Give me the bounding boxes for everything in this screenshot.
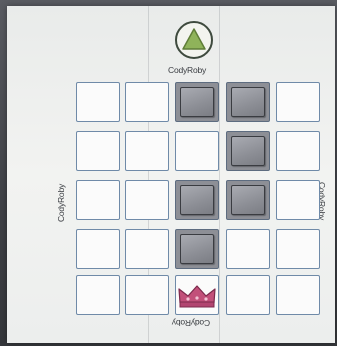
obstacle-tile[interactable]	[231, 136, 265, 166]
grid-cell-r1-c5[interactable]	[276, 82, 320, 122]
grid-cell-r3-c2[interactable]	[125, 180, 169, 220]
obstacle-tile[interactable]	[231, 87, 265, 117]
board-fold	[219, 6, 220, 343]
grid-cell-r2-c3[interactable]	[175, 131, 219, 171]
grid-cell-r1-c2[interactable]	[125, 82, 169, 122]
obstacle-tile[interactable]	[231, 185, 265, 215]
obstacle-tile[interactable]	[180, 234, 214, 264]
top-label: CodyRoby	[168, 65, 206, 75]
grid-cell-r3-c5[interactable]	[276, 180, 320, 220]
bottom-label: CodyRoby	[172, 318, 210, 328]
grid-cell-r3-c1[interactable]	[76, 180, 120, 220]
grid-cell-r4-c5[interactable]	[276, 229, 320, 269]
grid-cell-r4-c2[interactable]	[125, 229, 169, 269]
obstacle-tile[interactable]	[180, 185, 214, 215]
grid-cell-r5-c4[interactable]	[226, 275, 270, 315]
obstacle-tile[interactable]	[180, 87, 214, 117]
grid-cell-r4-c1[interactable]	[76, 229, 120, 269]
robot-start-marker[interactable]	[175, 21, 213, 59]
grid-cell-r5-c1[interactable]	[76, 275, 120, 315]
grid-cell-r5-c5[interactable]	[276, 275, 320, 315]
green-triangle-icon	[177, 23, 211, 57]
grid-cell-r1-c1[interactable]	[76, 82, 120, 122]
grid-cell-r2-c1[interactable]	[76, 131, 120, 171]
grid-cell-r2-c2[interactable]	[125, 131, 169, 171]
left-label: CodyRoby	[56, 184, 66, 222]
grid-cell-r2-c5[interactable]	[276, 131, 320, 171]
grid-cell-r4-c4[interactable]	[226, 229, 270, 269]
grid-cell-r5-c2[interactable]	[125, 275, 169, 315]
crown-icon[interactable]	[175, 281, 219, 311]
